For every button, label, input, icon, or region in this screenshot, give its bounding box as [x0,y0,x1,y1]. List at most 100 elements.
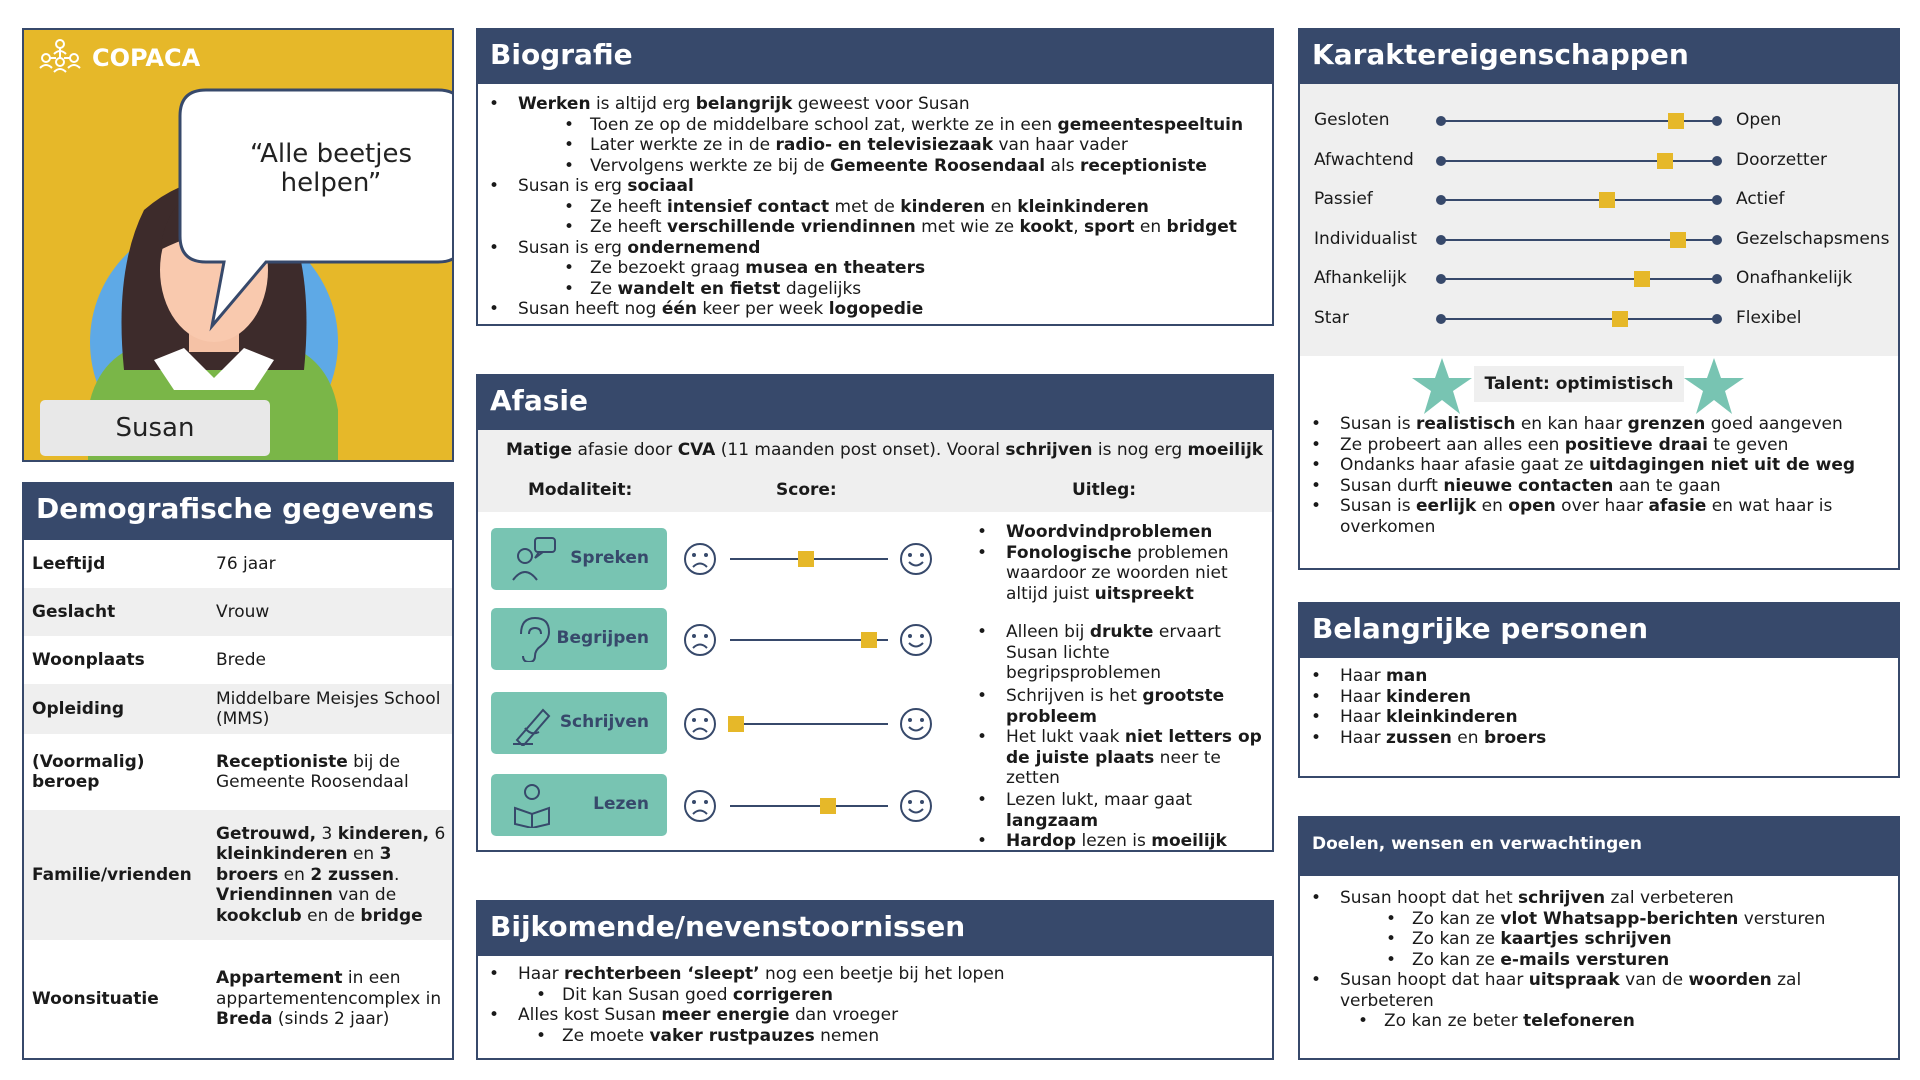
list-item: Ze moete vaker rustpauzes nemen [536,1026,1258,1047]
trait-track [1440,199,1718,201]
list-item: Haar rechterbeen ‘sleept’ nog een beetje… [489,964,1258,1006]
row-key: (Voormalig) beroep [32,751,145,793]
track-end-dot [1712,155,1722,166]
track-end-dot [1712,195,1722,205]
copaca-logo: COPACA [36,38,200,78]
list-item: Ondanks haar afasie gaat ze uitdagingen … [1311,455,1880,476]
list-item: Susan durft nieuwe contacten aan te gaan [1311,476,1880,497]
list-item: Haar zussen en broers [1311,728,1880,749]
trait-right-label: Gezelschapsmens [1736,228,1890,249]
sad-face-icon [682,706,718,742]
list-item: Susan is erg ondernemend Ze bezoekt graa… [489,238,1258,300]
row-value: Vrouw [216,601,270,622]
score-track [730,805,888,807]
demographics-row: Leeftijd 76 jaar [24,540,452,588]
uitleg-begrijpen: Alleen bij drukte ervaart Susan lichte b… [976,622,1266,684]
list-item: Ze bezoekt graag musea en theaters [564,258,1258,279]
modality-schrijven: Schrijven [491,692,667,754]
list-item: Ze heeft verschillende vriendinnen met w… [564,217,1258,238]
trait-track [1440,120,1718,122]
demographics-row: Woonsituatie Appartement in een appartem… [24,940,452,1058]
list-item: Susan heeft nog één keer per week logope… [489,299,1258,320]
list-item: Zo kan ze vlot Whatsapp-berichten verstu… [1386,909,1900,930]
trait-left-label: Gesloten [1314,110,1390,130]
ear-icon [520,616,551,662]
uitleg-spreken: Woordvindproblemen Fonologische probleme… [976,522,1266,604]
modality-label: Spreken [570,548,649,568]
modality-spreken: Spreken [491,528,667,590]
row-value: Receptioniste bij de Gemeente Roosendaal [216,751,409,793]
trait-left-label: Afhankelijk [1314,268,1407,288]
trait-track [1440,238,1718,241]
list-item: Ze heeft intensief contact met de kinder… [564,197,1258,218]
row-key: Opleiding [32,698,125,719]
bijkomende-panel: Bijkomende/nevenstoornissen Haar rechter… [476,900,1274,1060]
row-key: Familie/vrienden [32,864,192,885]
list-item: Ze wandelt en fietst dagelijks [564,279,1258,300]
modality-lezen: Lezen [491,774,667,836]
track-end-dot [1436,234,1446,245]
karakter-list: Susan is realistisch en kan haar grenzen… [1311,414,1880,537]
track-end-dot [1436,274,1446,284]
score-marker [861,632,878,648]
doelen-title: Doelen, wensen en verwachtingen [1298,816,1900,876]
trait-marker [1670,231,1687,248]
list-item: Dit kan Susan goed corrigeren [536,985,1258,1006]
belangrijke-panel: Belangrijke personen Haar man Haar kinde… [1298,602,1900,778]
karakter-title: Karaktereigenschappen [1298,28,1900,84]
list-item: Lezen lukt, maar gaat langzaam [977,790,1266,831]
column-uitleg: Uitleg: [1072,480,1137,500]
trait-left-label: Individualist [1314,228,1418,249]
demographics-row: Geslacht Vrouw [24,588,452,636]
list-item: Vervolgens werkte ze bij de Gemeente Roo… [564,156,1258,177]
trait-right-label: Flexibel [1736,307,1802,328]
quote-line-1: “Alle beetjes [249,139,413,169]
trait-track [1440,278,1718,280]
track-end-dot [1436,155,1446,166]
row-value: Middelbare Meisjes School (MMS) [216,688,441,730]
list-item: Schrijven is het grootste probleem [977,686,1266,727]
uitleg-schrijven: Schrijven is het grootste probleem Het l… [976,686,1266,789]
doelen-panel: Doelen, wensen en verwachtingen Susan ho… [1298,816,1900,1060]
speech-bubble [178,88,452,332]
trait-marker [1667,113,1684,129]
afasie-summary: Matige afasie door CVA (11 maanden post … [506,440,1264,460]
row-value: Brede [216,649,266,670]
track-end-dot [1712,313,1722,324]
score-track [730,639,888,641]
people-network-icon [39,39,81,73]
list-item: Susan is realistisch en kan haar grenzen… [1311,414,1880,435]
trait-left-label: Passief [1314,189,1373,209]
list-item: Haar kinderen [1311,687,1880,708]
reading-person-icon [514,784,550,828]
doelen-list: Susan hoopt dat het schrijven zal verbet… [1311,888,1900,1032]
list-item: Het lukt vaak niet letters op de juiste … [977,727,1266,789]
demographics-panel: Demografische gegevens Leeftijd 76 jaar … [22,482,454,1060]
row-value: Getrouwd, 3 kinderen, 6 kleinkinderen en… [216,823,446,926]
row-key: Woonsituatie [32,988,159,1009]
happy-face-icon [898,706,934,742]
list-item: Werken is altijd erg belangrijk geweest … [489,94,1258,177]
afasie-summary-band: Matige afasie door CVA (11 maanden post … [478,430,1272,512]
score-marker [819,798,836,814]
quote-line-2: helpen” [280,168,382,198]
sad-face-icon [682,788,718,824]
track-end-dot [1436,313,1446,324]
persona-name: Susan [40,400,270,456]
track-end-dot [1712,116,1722,126]
biografie-list: Werken is altijd erg belangrijk geweest … [489,94,1258,320]
biografie-panel: Biografie Werken is altijd erg belangrij… [476,28,1274,326]
list-item: Later werkte ze in de radio- en televisi… [564,135,1258,156]
track-end-dot [1436,195,1446,205]
demographics-row: Opleiding Middelbare Meisjes School (MMS… [24,684,452,734]
list-item: Susan hoopt dat haar uitspraak van de wo… [1311,970,1900,1032]
trait-track [1440,159,1718,162]
trait-marker [1656,152,1673,169]
uitleg-lezen: Lezen lukt, maar gaat langzaam Hardop le… [976,790,1266,852]
list-item: Hardop lezen is moeilijk [977,831,1266,852]
modality-label: Lezen [593,794,649,814]
